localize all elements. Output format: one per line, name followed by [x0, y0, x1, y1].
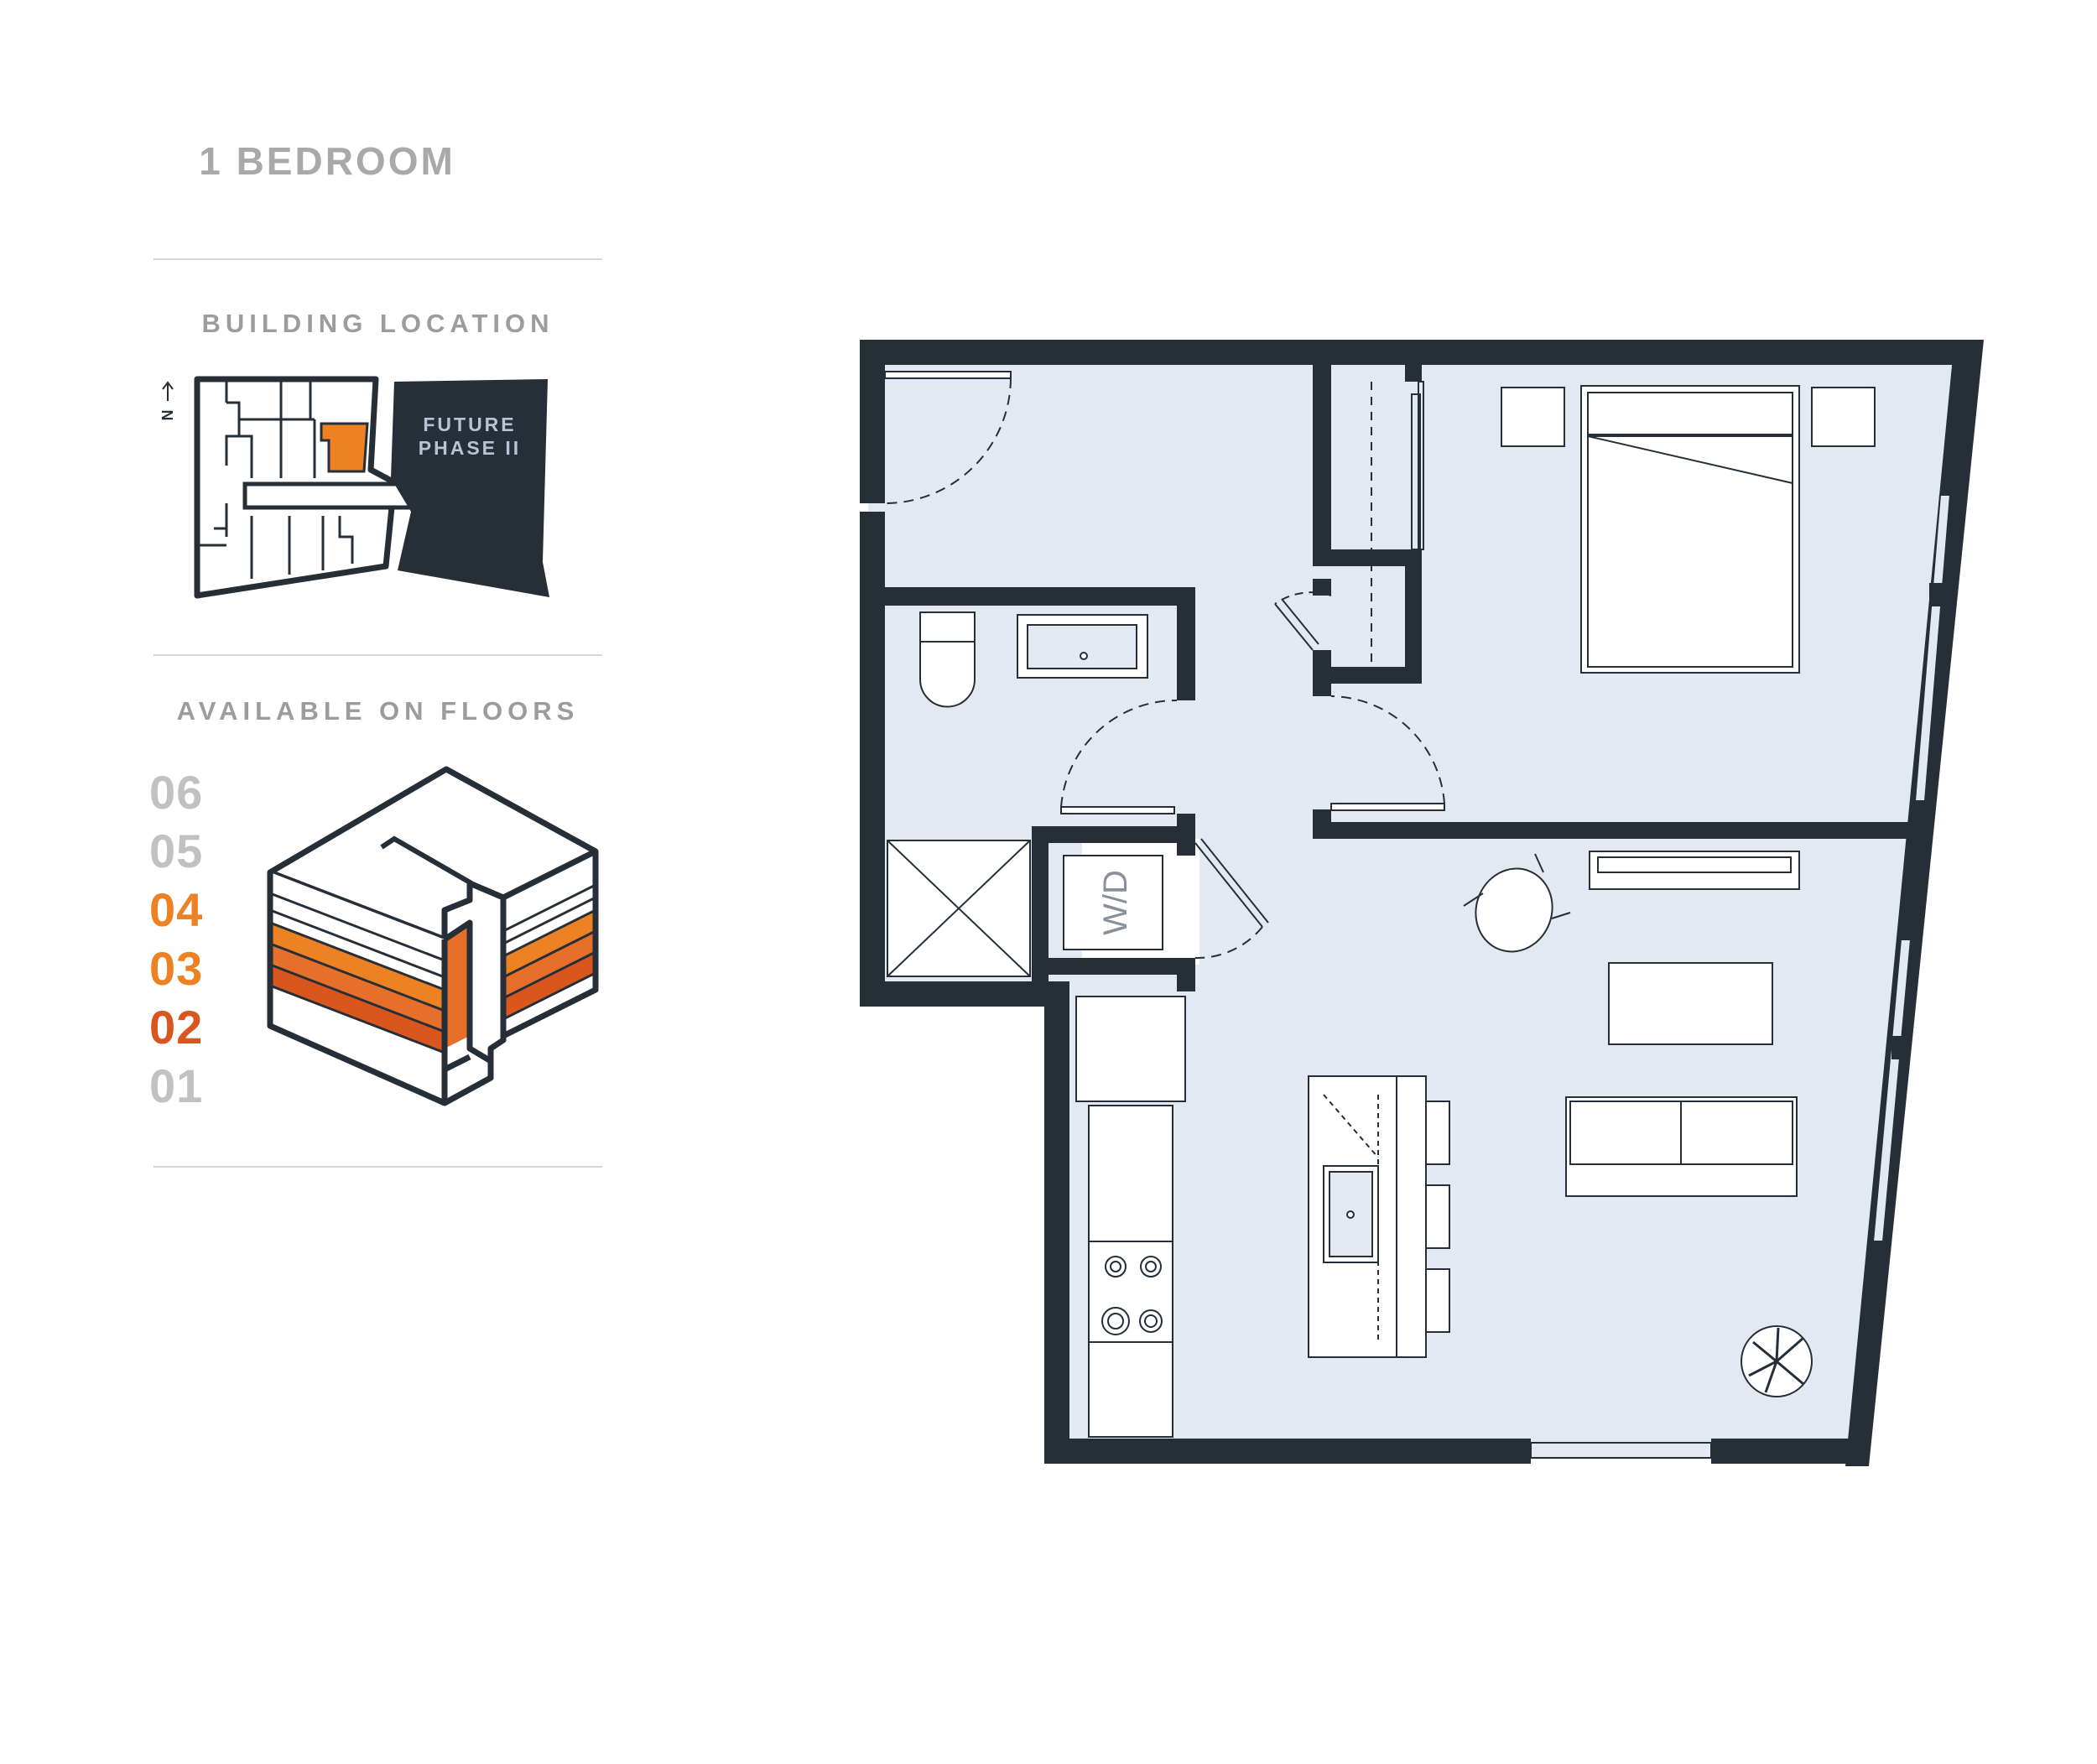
floor-label-03: 03	[149, 942, 204, 995]
north-arrow-icon: N	[159, 381, 175, 421]
future-phase-label-line2: PHASE II	[419, 437, 521, 459]
floor-label-05: 05	[149, 825, 204, 877]
floor-label-04: 04	[149, 883, 204, 936]
floor-label-06: 06	[149, 766, 204, 819]
divider	[154, 1166, 602, 1168]
divider	[154, 654, 602, 656]
future-phase-label-line1: FUTURE	[423, 414, 516, 435]
floor-label-02: 02	[149, 1001, 204, 1054]
unit-type-title: 1 BEDROOM	[199, 139, 455, 183]
divider	[154, 258, 602, 260]
available-floors-label: AVAILABLE ON FLOORS	[176, 696, 580, 726]
building-key-plan: N FUTURE PHASE II	[159, 376, 549, 599]
washer-dryer-label: W/D	[1097, 870, 1134, 935]
floor-label-01: 01	[149, 1059, 204, 1112]
north-label: N	[159, 410, 175, 421]
building-location-label: BUILDING LOCATION	[201, 309, 554, 338]
isometric-building-diagram	[267, 766, 599, 1106]
